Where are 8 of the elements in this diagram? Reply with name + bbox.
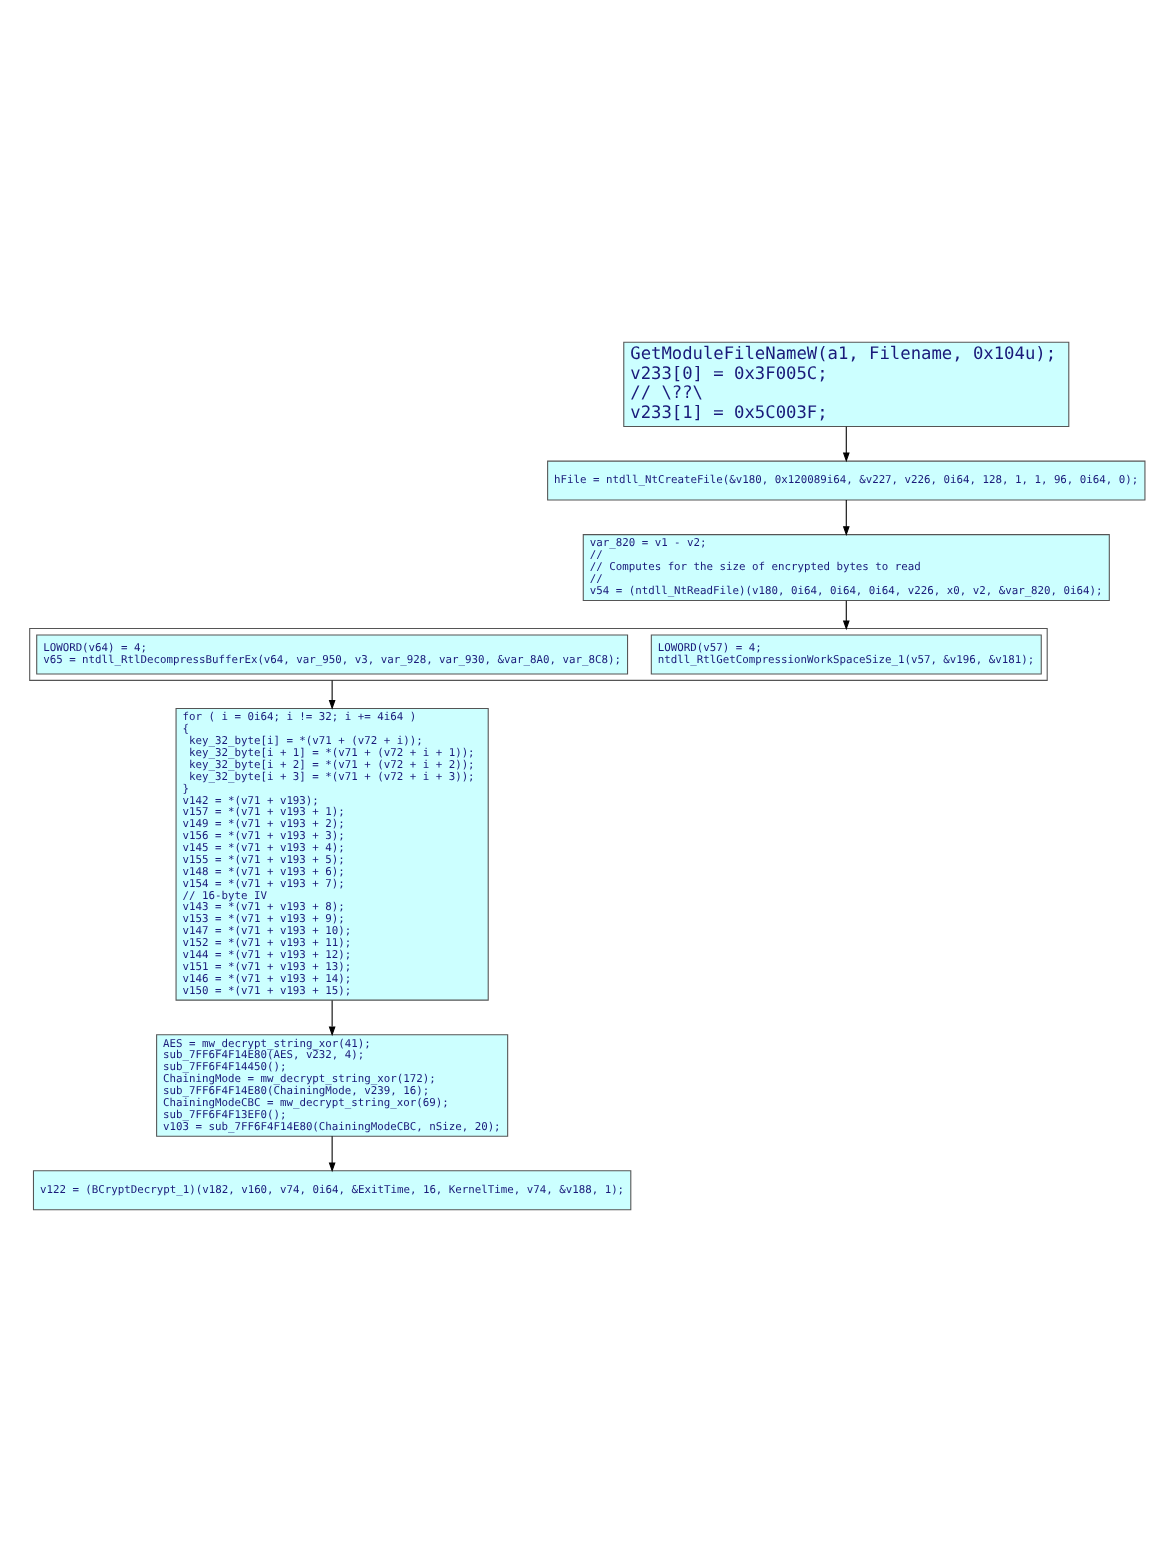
arrow bbox=[328, 678, 336, 709]
node-box: GetModuleFileNameW(a1, Filename, 0x104u); v233[0] = 0x3F005C; // \??\ v233[1] = 0x5C003F; bbox=[623, 340, 1070, 427]
arrow bbox=[842, 498, 850, 536]
arrow bbox=[328, 998, 336, 1036]
cluster bbox=[29, 627, 1048, 680]
arrow bbox=[328, 1134, 336, 1172]
arrow bbox=[842, 599, 850, 630]
arrow bbox=[842, 425, 850, 462]
